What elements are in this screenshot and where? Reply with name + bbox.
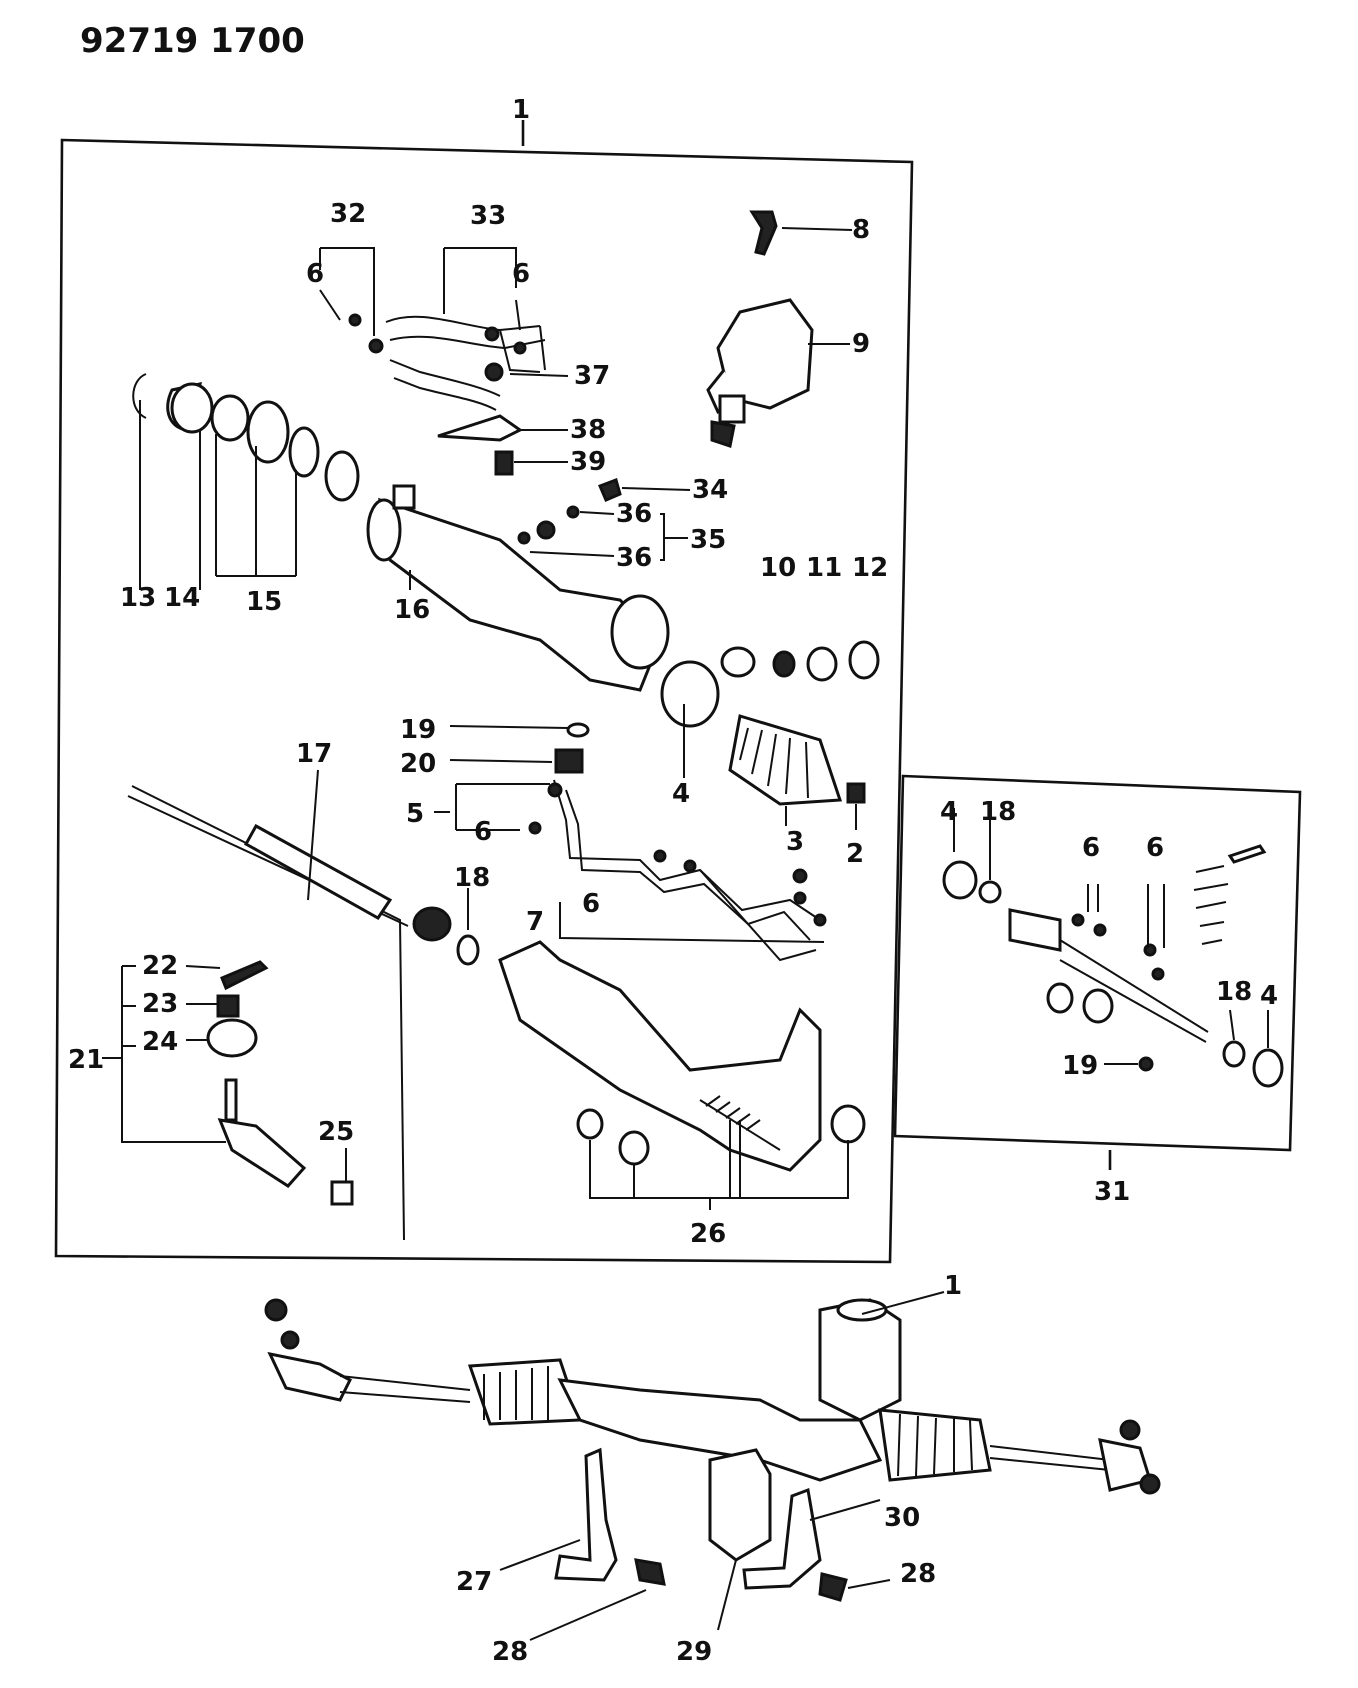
label-10: 10 xyxy=(760,553,796,583)
label-6: 6 xyxy=(306,259,324,289)
label-1: 1 xyxy=(944,1271,962,1301)
side-frame xyxy=(893,774,1302,1170)
label-35: 35 xyxy=(690,525,726,555)
label-12: 12 xyxy=(852,553,888,583)
label-13: 13 xyxy=(120,583,156,613)
label-18: 18 xyxy=(454,863,490,893)
part-rack-gear-housing xyxy=(498,940,866,1199)
label-28: 28 xyxy=(900,1559,936,1589)
label-33: 33 xyxy=(470,201,506,231)
label-26: 26 xyxy=(690,1219,726,1249)
label-9: 9 xyxy=(852,329,870,359)
label-34: 34 xyxy=(692,475,728,505)
label-38: 38 xyxy=(570,415,606,445)
label-2: 2 xyxy=(846,839,864,869)
part-9-valve-housing xyxy=(706,298,850,448)
kit-31-parts xyxy=(942,844,1284,1088)
part-21-tie-rod-end xyxy=(102,960,354,1206)
label-22: 22 xyxy=(142,951,178,981)
label-1: 1 xyxy=(512,95,530,125)
label-6: 6 xyxy=(1146,833,1164,863)
label-21: 21 xyxy=(68,1045,104,1075)
lower-assembly xyxy=(264,1291,1161,1495)
label-16: 16 xyxy=(394,595,430,625)
label-14: 14 xyxy=(164,583,200,613)
label-4: 4 xyxy=(1260,981,1278,1011)
label-6: 6 xyxy=(512,259,530,289)
label-24: 24 xyxy=(142,1027,178,1057)
label-27: 27 xyxy=(456,1567,492,1597)
label-4: 4 xyxy=(672,779,690,809)
label-6: 6 xyxy=(474,817,492,847)
label-4: 4 xyxy=(940,797,958,827)
label-28: 28 xyxy=(492,1637,528,1667)
label-39: 39 xyxy=(570,447,606,477)
label-37: 37 xyxy=(574,361,610,391)
part-19-20-caps xyxy=(449,722,590,774)
label-19: 19 xyxy=(1062,1051,1098,1081)
diagram-code: 92719 1700 xyxy=(80,21,305,61)
label-15: 15 xyxy=(246,587,282,617)
part-16-rack-housing xyxy=(366,484,880,728)
label-5: 5 xyxy=(406,799,424,829)
label-25: 25 xyxy=(318,1117,354,1147)
label-3: 3 xyxy=(786,827,804,857)
part-34-fitting xyxy=(598,478,691,502)
label-36: 36 xyxy=(616,499,652,529)
parts-27-30-brackets xyxy=(499,1447,891,1641)
part-17-inner-tie-rod xyxy=(127,785,480,1241)
part-3-boot xyxy=(728,714,866,806)
part-8-bolt xyxy=(749,210,853,256)
label-23: 23 xyxy=(142,989,178,1019)
label-19: 19 xyxy=(400,715,436,745)
label-6: 6 xyxy=(582,889,600,919)
part-39-bolt xyxy=(494,450,568,476)
label-30: 30 xyxy=(884,1503,920,1533)
label-20: 20 xyxy=(400,749,436,779)
callout-lines xyxy=(139,247,1269,1210)
label-11: 11 xyxy=(806,553,842,583)
label-17: 17 xyxy=(296,739,332,769)
label-8: 8 xyxy=(852,215,870,245)
label-36: 36 xyxy=(616,543,652,573)
part-38-plate xyxy=(437,414,568,442)
part-35-36-fittings xyxy=(517,505,688,561)
label-32: 32 xyxy=(330,199,366,229)
label-18: 18 xyxy=(1216,977,1252,1007)
parts-13-15-seals xyxy=(132,373,360,502)
label-29: 29 xyxy=(676,1637,712,1667)
label-6: 6 xyxy=(1082,833,1100,863)
label-31: 31 xyxy=(1094,1177,1130,1207)
main-frame xyxy=(54,120,914,1264)
label-18: 18 xyxy=(980,797,1016,827)
part-7-5-lines xyxy=(434,779,827,962)
part-labels: 1 32 33 6 6 8 9 37 38 39 34 36 35 36 13 … xyxy=(68,95,1278,1667)
label-7: 7 xyxy=(526,907,544,937)
part-33-32-pipes xyxy=(348,313,569,411)
